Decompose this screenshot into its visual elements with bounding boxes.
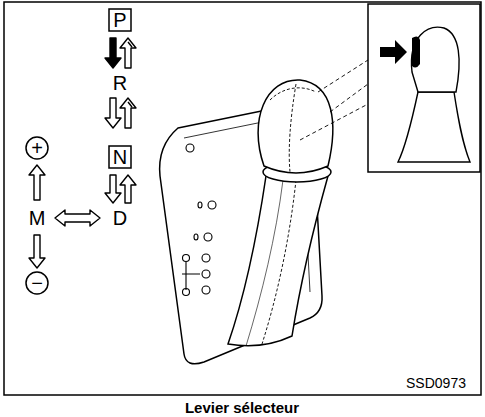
- gate-mark: [202, 270, 210, 278]
- knob-button: [412, 36, 420, 67]
- position-letter: +: [31, 138, 43, 158]
- leader-line: [330, 84, 368, 112]
- gate-mark: [183, 255, 190, 262]
- gate-mark: [202, 286, 210, 294]
- position-letter: P: [113, 10, 126, 30]
- gate-mark: [183, 289, 190, 296]
- arrow-down: [105, 98, 121, 128]
- box-outline: [109, 9, 131, 31]
- gate-mark: [182, 262, 200, 290]
- inset-knob: [411, 27, 459, 92]
- gate-marks: [182, 144, 216, 296]
- inset-boot: [398, 92, 470, 162]
- detail-leader-lines: [300, 60, 368, 140]
- arrow-up: [120, 175, 136, 203]
- circle-outline: [26, 272, 48, 294]
- figure-caption: Levier sélecteur: [185, 400, 299, 415]
- position-letter: D: [113, 208, 127, 228]
- gate-mark: [204, 233, 212, 241]
- gate-mark: [194, 234, 198, 240]
- circle-outline: [26, 137, 48, 159]
- boot-stitching: [262, 180, 296, 344]
- position-box: P: [108, 8, 132, 32]
- lever-boot: [228, 176, 328, 346]
- press-arrow: [380, 40, 407, 64]
- gate-mark: [198, 202, 202, 208]
- gate-hole: [186, 144, 194, 152]
- arrow-up: [29, 165, 45, 200]
- position-letter: N: [113, 147, 127, 167]
- figure-frame: [4, 2, 481, 395]
- arrow-up: [120, 98, 136, 128]
- leader-line: [300, 104, 368, 140]
- arrow-up-detail: [128, 42, 132, 47]
- arrow-down: [29, 235, 45, 268]
- leader-line: [318, 60, 368, 92]
- arrow-up-detail: [128, 102, 132, 107]
- arrow-left-right: [55, 210, 100, 226]
- position-letter: −: [31, 273, 43, 293]
- figure-code: SSD0973: [406, 376, 466, 390]
- boot-fold: [246, 180, 283, 346]
- knob-stitching: [270, 84, 316, 172]
- manual-shift-symbol: +: [25, 136, 49, 160]
- gate-mark: [208, 201, 216, 209]
- box-outline: [109, 146, 131, 168]
- position-letter: M: [29, 208, 46, 228]
- inset-frame: [368, 4, 480, 172]
- arrow-down: [105, 175, 121, 203]
- lever-knob: [258, 80, 333, 173]
- manual-shift-symbol: −: [25, 271, 49, 295]
- gate-mark: [202, 254, 210, 262]
- arrow-up: [120, 38, 136, 68]
- arrow-down-filled: [105, 38, 121, 68]
- position-letter: R: [113, 73, 127, 93]
- position-box: N: [108, 145, 132, 169]
